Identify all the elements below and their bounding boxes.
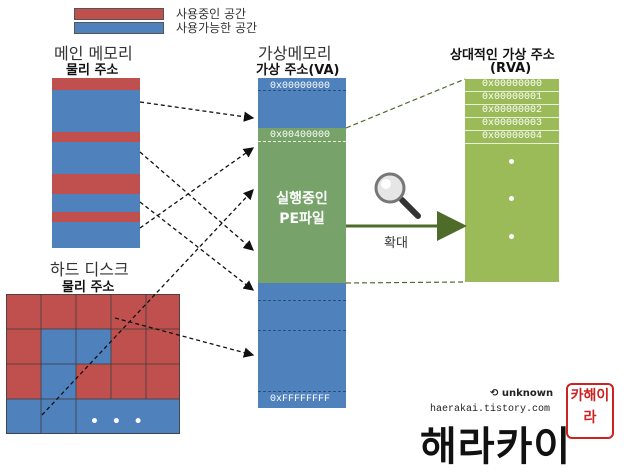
va-divider [258,330,346,331]
rva-row: 0x00000004 [465,131,559,144]
watermark-logo: 해라카이 [420,424,572,470]
rva-ellipsis-dot [509,196,514,201]
va-addr-base: 0x00400000 [270,130,331,141]
watermark-unknown: ⟲ unknown [490,388,554,399]
virtual-memory-column: 0x00000000 0x00400000 실행중인 PE파일 0xFFFFFF… [258,78,346,408]
mem-block-free [52,90,140,132]
hard-disk-subtitle: 물리 주소 [62,280,115,295]
legend-used-label: 사용중인 공간 [176,7,247,21]
magnifier-icon [374,172,421,219]
va-addr-end: 0xFFFFFFFF [270,394,331,405]
mem-block-used [52,132,140,142]
rva-row: 0x00000000 [465,79,559,92]
main-memory-title: 메인 메모리 [54,44,133,63]
rva-row: 0x00000002 [465,105,559,118]
va-divider [258,300,346,301]
rva-ellipsis-dot [509,159,514,164]
rva-column: 0x00000000 0x00000001 0x00000002 0x00000… [465,79,559,282]
pe-label-1: 실행중인 [276,191,328,207]
rva-row: 0x00000001 [465,92,559,105]
mem-block-free [52,222,140,248]
va-divider [258,90,346,91]
legend-free-swatch [74,22,164,34]
mem-block-used [52,78,140,90]
tistory-icon: ⟲ [490,388,499,399]
watermark-stamp: 카해이라 [566,383,614,439]
hard-disk-grid: • • • [6,294,180,434]
va-divider [258,391,346,392]
hard-disk-title: 하드 디스크 [50,260,129,279]
rva-subtitle: (RVA) [490,61,532,76]
main-memory-column [52,78,140,248]
virtual-memory-title: 가상메모리 [258,44,332,63]
mem-block-used [52,212,140,222]
virtual-memory-subtitle: 가상 주소(VA) [256,63,340,78]
disk-ellipsis: • • • [90,414,147,430]
va-addr-start: 0x00000000 [270,81,331,92]
legend-used-swatch [74,8,164,20]
zoom-label: 확대 [384,236,408,251]
main-memory-subtitle: 물리 주소 [66,63,119,78]
rva-title: 상대적인 가상 주소 [450,48,555,63]
mem-block-free [52,142,140,174]
mem-block-used [52,174,140,194]
legend-free-label: 사용가능한 공간 [176,21,258,35]
pe-label-2: PE파일 [279,211,325,227]
pe-file-region: 0x00400000 실행중인 PE파일 [258,128,346,283]
rva-row: 0x00000003 [465,118,559,131]
mem-block-free [52,194,140,212]
rva-ellipsis-dot [509,234,514,239]
disk-grid-graphic [6,294,180,434]
pe-divider [258,141,346,142]
watermark-url: haerakai.tistory.com [430,404,551,415]
